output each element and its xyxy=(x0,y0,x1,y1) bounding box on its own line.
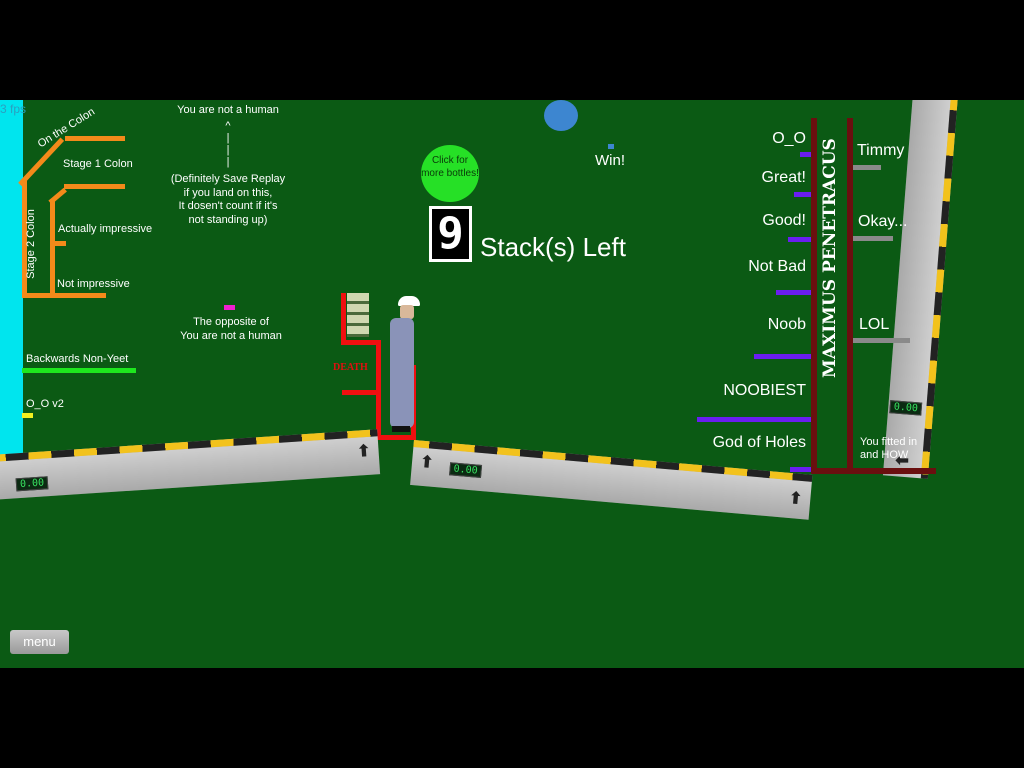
label-actually: Actually impressive xyxy=(58,223,153,235)
rank-good: Good! xyxy=(762,212,806,229)
menu-label: menu xyxy=(23,634,56,649)
chute-wall xyxy=(376,435,416,440)
chute-wall xyxy=(341,340,381,345)
win-marker xyxy=(608,144,614,149)
rank-lol: LOL xyxy=(859,316,890,333)
stack-counter-value: 9 xyxy=(437,208,464,259)
label-stage2: Stage 2 Colon xyxy=(24,209,37,279)
scale-rail xyxy=(847,118,853,473)
scale-title: MAXIMUS PENETRACUS xyxy=(820,138,840,378)
label-win: Win! xyxy=(595,152,625,169)
stack-counter-label: Stack(s) Left xyxy=(480,232,626,262)
timer-display: 0.00 xyxy=(889,400,923,416)
body xyxy=(390,318,414,428)
game-canvas[interactable]: 3 fps On the Colon Stage 1 Colon Stage 2… xyxy=(0,100,1024,668)
label-on-the-colon: On the Colon xyxy=(35,105,98,151)
label-stage1: Stage 1 Colon xyxy=(63,158,133,170)
rank-bar xyxy=(754,354,811,359)
timer-display: 0.00 xyxy=(15,476,49,492)
colon-line xyxy=(65,136,125,141)
left-platform: 0.00 ⬆ xyxy=(0,429,381,500)
cyan-wall xyxy=(0,100,23,472)
label-oo-v2: O_O v2 xyxy=(26,398,64,410)
cash-stack xyxy=(347,293,369,337)
pipe: | xyxy=(226,132,230,144)
colon-line xyxy=(50,241,66,246)
chute-wall xyxy=(342,390,378,395)
rank-bar xyxy=(697,417,811,422)
helmet-icon xyxy=(398,296,420,306)
stack-counter-display: 9 xyxy=(429,206,472,262)
player-character[interactable] xyxy=(384,296,424,436)
caret: ^ xyxy=(225,120,231,132)
scale-rail xyxy=(811,468,936,474)
head xyxy=(400,305,414,319)
rank-bar xyxy=(800,152,811,157)
rank-bar xyxy=(853,165,881,170)
more-bottles-label: Click for more bottles! xyxy=(421,155,479,179)
scale-rail xyxy=(811,118,817,473)
up-arrow-icon: ⬆ xyxy=(419,453,435,472)
rank-noob: Noob xyxy=(767,316,806,333)
rank-fitted: You fitted in and HOW xyxy=(860,436,918,461)
shoes xyxy=(392,426,410,432)
chute-wall xyxy=(341,293,346,345)
label-backwards: Backwards Non-Yeet xyxy=(26,353,129,365)
rank-bar xyxy=(853,338,910,343)
label-not-impressive: Not impressive xyxy=(57,278,130,290)
colon-line xyxy=(64,184,125,189)
rank-god-of-holes: God of Holes xyxy=(712,434,806,451)
colon-line xyxy=(22,293,106,298)
rank-oo: O_O xyxy=(772,130,806,147)
blue-ball[interactable] xyxy=(544,100,578,131)
magenta-marker xyxy=(224,305,235,310)
label-not-human: You are not a human xyxy=(177,104,279,116)
label-save-replay: (Definitely Save Replay if you land on t… xyxy=(170,173,286,226)
rank-bar xyxy=(776,290,811,295)
rank-okay: Okay... xyxy=(858,213,908,230)
rank-bar xyxy=(790,467,811,472)
rank-bar xyxy=(788,237,811,242)
more-bottles-button[interactable]: Click for more bottles! xyxy=(421,145,479,202)
colon-line xyxy=(22,180,27,298)
label-opposite: The opposite of You are not a human xyxy=(180,316,282,342)
pipe: | xyxy=(226,144,230,156)
menu-button[interactable]: menu xyxy=(10,630,69,654)
rank-bar xyxy=(853,236,893,241)
rank-bar xyxy=(794,192,811,197)
up-arrow-icon: ⬆ xyxy=(356,442,372,461)
rank-noobiest: NOOBIEST xyxy=(723,382,806,399)
yellow-marker xyxy=(22,413,33,418)
timer-display: 0.00 xyxy=(449,462,483,478)
colon-line xyxy=(50,200,55,298)
up-arrow-icon: ⬆ xyxy=(788,489,804,509)
label-death: DEATH xyxy=(333,362,368,373)
rank-great: Great! xyxy=(761,169,806,186)
rank-timmy: Timmy xyxy=(857,142,905,159)
green-bar xyxy=(22,368,136,373)
chute-wall xyxy=(376,340,381,440)
colon-line xyxy=(48,187,67,205)
rank-not-bad: Not Bad xyxy=(748,258,806,275)
fps-counter: 3 fps xyxy=(0,102,27,116)
pipe: | xyxy=(226,156,230,168)
